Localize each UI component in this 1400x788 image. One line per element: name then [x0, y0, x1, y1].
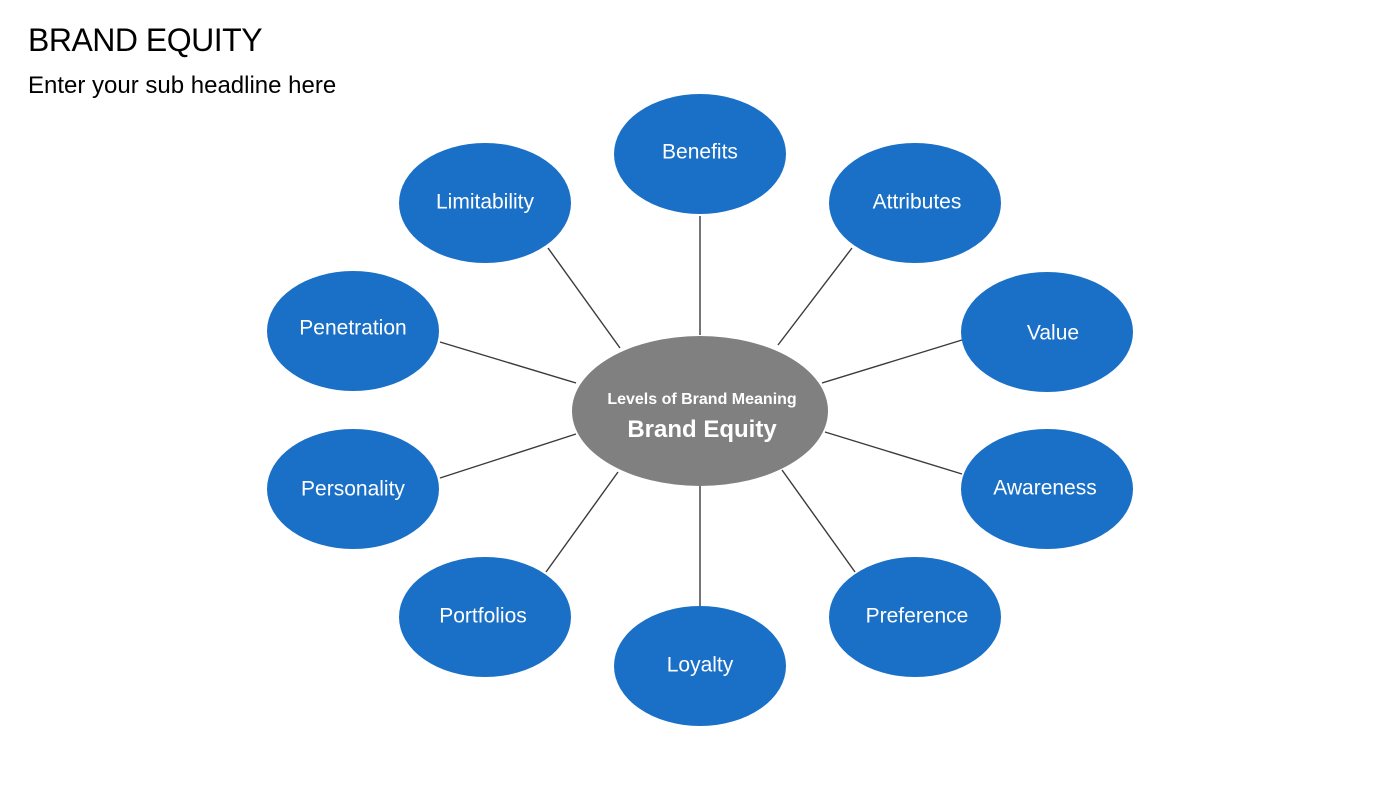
node-portfolios: Portfolios [399, 557, 571, 677]
node-penetration: Penetration [267, 271, 439, 391]
node-value-ellipse [961, 272, 1133, 392]
node-benefits-ellipse [614, 94, 786, 214]
connector-personality [439, 433, 577, 479]
node-attributes-label: Attributes [873, 191, 962, 214]
node-preference: Preference [829, 557, 1001, 677]
node-penetration-label: Penetration [299, 317, 406, 340]
node-benefits: Benefits [614, 94, 786, 214]
node-value-label: Value [1027, 322, 1079, 345]
connector-limitability [547, 247, 621, 349]
node-loyalty-ellipse [614, 606, 786, 726]
node-preference-ellipse [829, 557, 1001, 677]
connector-penetration [439, 341, 577, 384]
connector-preference [781, 469, 856, 573]
node-awareness-label: Awareness [993, 477, 1097, 500]
center-node: Levels of Brand Meaning Brand Equity [572, 336, 828, 486]
slide-subtitle: Enter your sub headline here [28, 72, 337, 99]
node-personality: Personality [267, 429, 439, 549]
center-ellipse [572, 336, 828, 486]
connector-portfolios [545, 471, 619, 573]
node-awareness-ellipse [961, 429, 1133, 549]
node-loyalty: Loyalty [614, 606, 786, 726]
node-limitability-ellipse [399, 143, 571, 263]
connector-awareness [824, 431, 963, 475]
node-value: Value [961, 272, 1133, 392]
node-limitability: Limitability [399, 143, 571, 263]
node-preference-label: Preference [866, 605, 969, 628]
node-penetration-ellipse [267, 271, 439, 391]
node-portfolios-ellipse [399, 557, 571, 677]
center-caption: Levels of Brand Meaning [607, 391, 796, 408]
connector-attributes [777, 247, 853, 346]
node-limitability-label: Limitability [436, 191, 535, 214]
node-attributes-ellipse [829, 143, 1001, 263]
node-personality-label: Personality [301, 478, 405, 501]
node-awareness: Awareness [961, 429, 1133, 549]
node-loyalty-label: Loyalty [667, 654, 734, 677]
node-benefits-label: Benefits [662, 141, 738, 164]
node-personality-ellipse [267, 429, 439, 549]
node-attributes: Attributes [829, 143, 1001, 263]
node-portfolios-label: Portfolios [439, 605, 527, 628]
slide-title: BRAND EQUITY [28, 22, 263, 58]
center-title: Brand Equity [627, 416, 777, 443]
connector-value [821, 339, 963, 384]
connectors [439, 216, 963, 606]
